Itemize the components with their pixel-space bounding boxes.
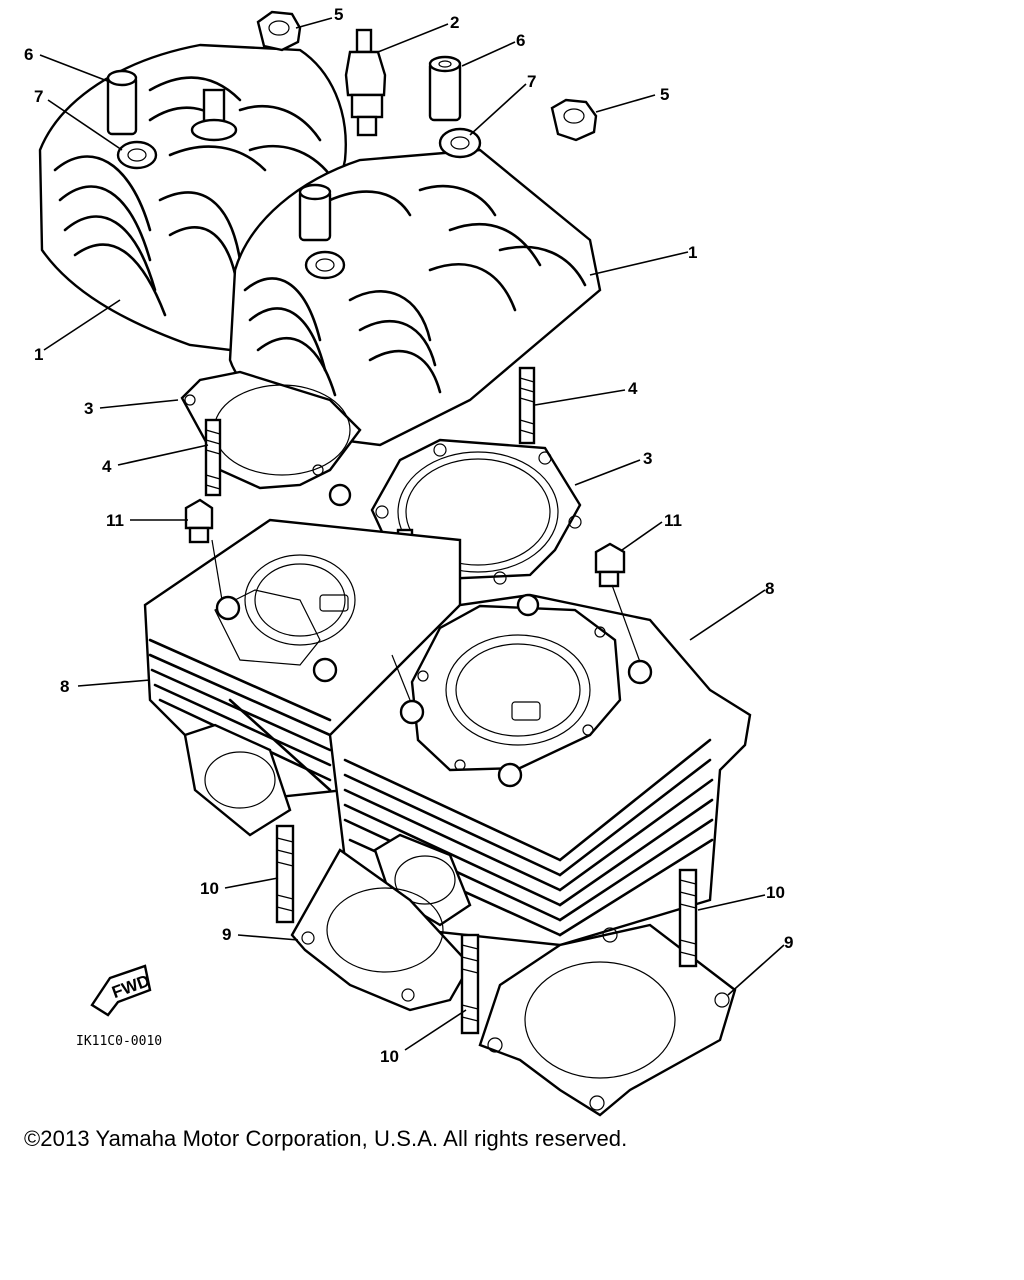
callout-2: 2 [450, 13, 459, 32]
right-cylinder-head [228, 148, 602, 447]
callout-11-right: 11 [664, 511, 682, 530]
drawing-number: IK11C0-0010 [76, 1034, 162, 1049]
right-cylinder-block [328, 593, 752, 947]
washer-right [438, 127, 482, 159]
callout-10-right: 10 [766, 883, 785, 902]
stud-base-right [678, 868, 698, 968]
stud-left [204, 418, 222, 497]
callout-labels: 5 2 6 6 7 7 5 1 1 3 4 4 3 11 11 8 8 10 9… [24, 5, 793, 1066]
callout-10-left: 10 [200, 879, 219, 898]
cap-nut-right [550, 98, 598, 142]
callout-4-right: 4 [628, 379, 638, 398]
callout-10-bottom: 10 [380, 1047, 399, 1066]
stud-right-upper [518, 366, 536, 445]
callout-7-right: 7 [527, 72, 536, 91]
callout-3-left: 3 [84, 399, 93, 418]
copyright-notice: ©2013 Yamaha Motor Corporation, U.S.A. A… [24, 1126, 628, 1151]
callout-7-left: 7 [34, 87, 43, 106]
callout-9-right: 9 [784, 933, 793, 952]
callout-5-top: 5 [334, 5, 343, 24]
callout-8-right: 8 [765, 579, 774, 598]
callout-6-right: 6 [516, 31, 525, 50]
callout-9-left: 9 [222, 925, 231, 944]
plug-left [184, 498, 214, 544]
callout-8-left: 8 [60, 677, 69, 696]
callout-1-left: 1 [34, 345, 43, 364]
spark-plug [344, 28, 387, 137]
parts-diagram: FWD 5 2 6 6 7 7 5 1 [24, 5, 793, 1117]
stud-base-center [460, 933, 480, 1035]
callout-6-left: 6 [24, 45, 33, 64]
callout-11-left: 11 [106, 511, 124, 530]
dowel-pin-right [428, 55, 462, 122]
plug-right [594, 542, 626, 588]
callout-3-right: 3 [643, 449, 652, 468]
fwd-arrow-icon: FWD [90, 964, 152, 1017]
cap-nut-top [256, 10, 302, 52]
callout-5-right: 5 [660, 85, 669, 104]
base-gasket-left [290, 848, 472, 1012]
stud-base-left [275, 824, 295, 924]
callout-4-left: 4 [102, 457, 112, 476]
base-gasket-right [478, 923, 737, 1117]
leader-lines [39, 17, 785, 1051]
callout-1-right: 1 [688, 243, 697, 262]
